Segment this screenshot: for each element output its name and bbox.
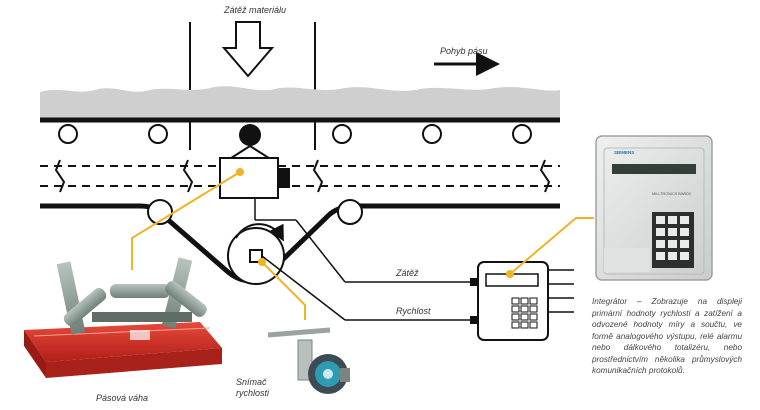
keypad-key (668, 240, 677, 248)
keypad-key (668, 216, 677, 224)
idler-roll (148, 124, 168, 144)
idler-roll (58, 124, 78, 144)
keypad-key (656, 240, 665, 248)
callout-dot (258, 258, 266, 266)
keypad-key (668, 252, 677, 260)
keypad-key (668, 228, 677, 236)
idler-roll (422, 124, 442, 144)
rotation-arrow (235, 223, 284, 242)
keypad-key (680, 252, 689, 260)
speed-sensor-label: Snímač rychlosti (236, 377, 270, 398)
callout-dot (506, 270, 514, 278)
load-label: Zátěž materiálu (224, 5, 287, 15)
load-arrow (221, 21, 275, 78)
weighing-idler (239, 124, 261, 146)
belt-scale-label: Pásová váha (96, 393, 149, 403)
keypad-key (656, 216, 665, 224)
idler-roll (332, 124, 352, 144)
keypad-key (680, 216, 689, 224)
integrator-description: Integrátor – Zobrazuje na displeji primá… (592, 297, 742, 375)
break-mark (182, 159, 194, 193)
keypad-key (656, 252, 665, 260)
keypad-key (656, 228, 665, 236)
keypad-key (680, 228, 689, 236)
device-brand: SIEMENS (614, 150, 635, 155)
integrator-keypad-symbol (511, 297, 538, 329)
break-mark (312, 159, 324, 193)
bend-roll (337, 199, 363, 225)
speed-signal-wire (261, 255, 346, 321)
load-signal-wire (295, 219, 346, 283)
output-lines (548, 269, 574, 313)
break-mark (54, 159, 66, 193)
speed-sensor-illustration (267, 327, 350, 394)
material-load (40, 86, 560, 118)
device-model: MILLTRONICS BW500 (652, 192, 691, 196)
load-signal-label: Zátěž (396, 268, 419, 278)
break-mark (539, 159, 551, 193)
callout-dot (236, 168, 244, 176)
callout-lines (131, 171, 594, 320)
belt-scale-illustration (24, 257, 222, 378)
keypad-key (680, 240, 689, 248)
idler-roll (512, 124, 532, 144)
speed-signal-label: Rychlost (396, 306, 431, 316)
integrator-device-illustration (595, 135, 713, 281)
device-keypad-keys (656, 216, 689, 260)
belt-motion-label: Pohyb pásu (440, 46, 488, 56)
device-display (612, 164, 696, 174)
